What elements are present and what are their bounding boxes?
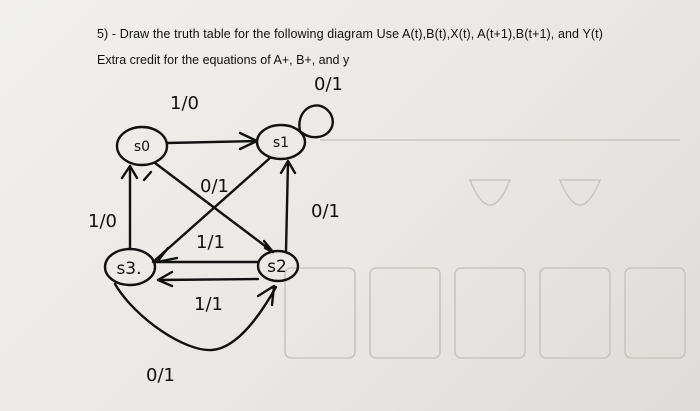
state-s0: s0 (115, 125, 169, 167)
state-s0-label: s0 (134, 139, 150, 155)
state-s3-label: s3. (116, 259, 141, 279)
question-line-1: 5) - Draw the truth table for the follow… (97, 27, 603, 41)
edge-s3-to-s0 (120, 164, 139, 251)
edge-s1-self-loop (298, 104, 334, 139)
background-circuit (284, 139, 686, 359)
label-s1-self-loop: 0/1 (314, 74, 343, 95)
label-s0-to-s1: 1/0 (170, 93, 199, 114)
edge-s0-to-s1 (165, 131, 259, 151)
edge-s2-to-s1 (279, 159, 297, 253)
label-s2-to-s1: 0/1 (311, 201, 340, 222)
label-s3-to-s0: 1/0 (88, 211, 117, 232)
label-s2-to-s3: 1/1 (194, 294, 223, 315)
label-s1-to-s3: 0/1 (200, 176, 229, 197)
label-s0-to-s2: 1/1 (196, 232, 225, 253)
edge-s2-to-s3 (156, 270, 260, 288)
edge-s3-bottom-curve (113, 282, 278, 352)
label-s3-to-s2: 0/1 (146, 365, 175, 386)
state-s1-label: s1 (273, 135, 289, 151)
state-s2: s2 (256, 249, 300, 283)
state-s1: s1 (255, 123, 307, 161)
question-line-2: Extra credit for the equations of A+, B+… (97, 53, 350, 67)
state-s2-label: s2 (267, 257, 287, 277)
state-s3: s3. (103, 247, 157, 287)
